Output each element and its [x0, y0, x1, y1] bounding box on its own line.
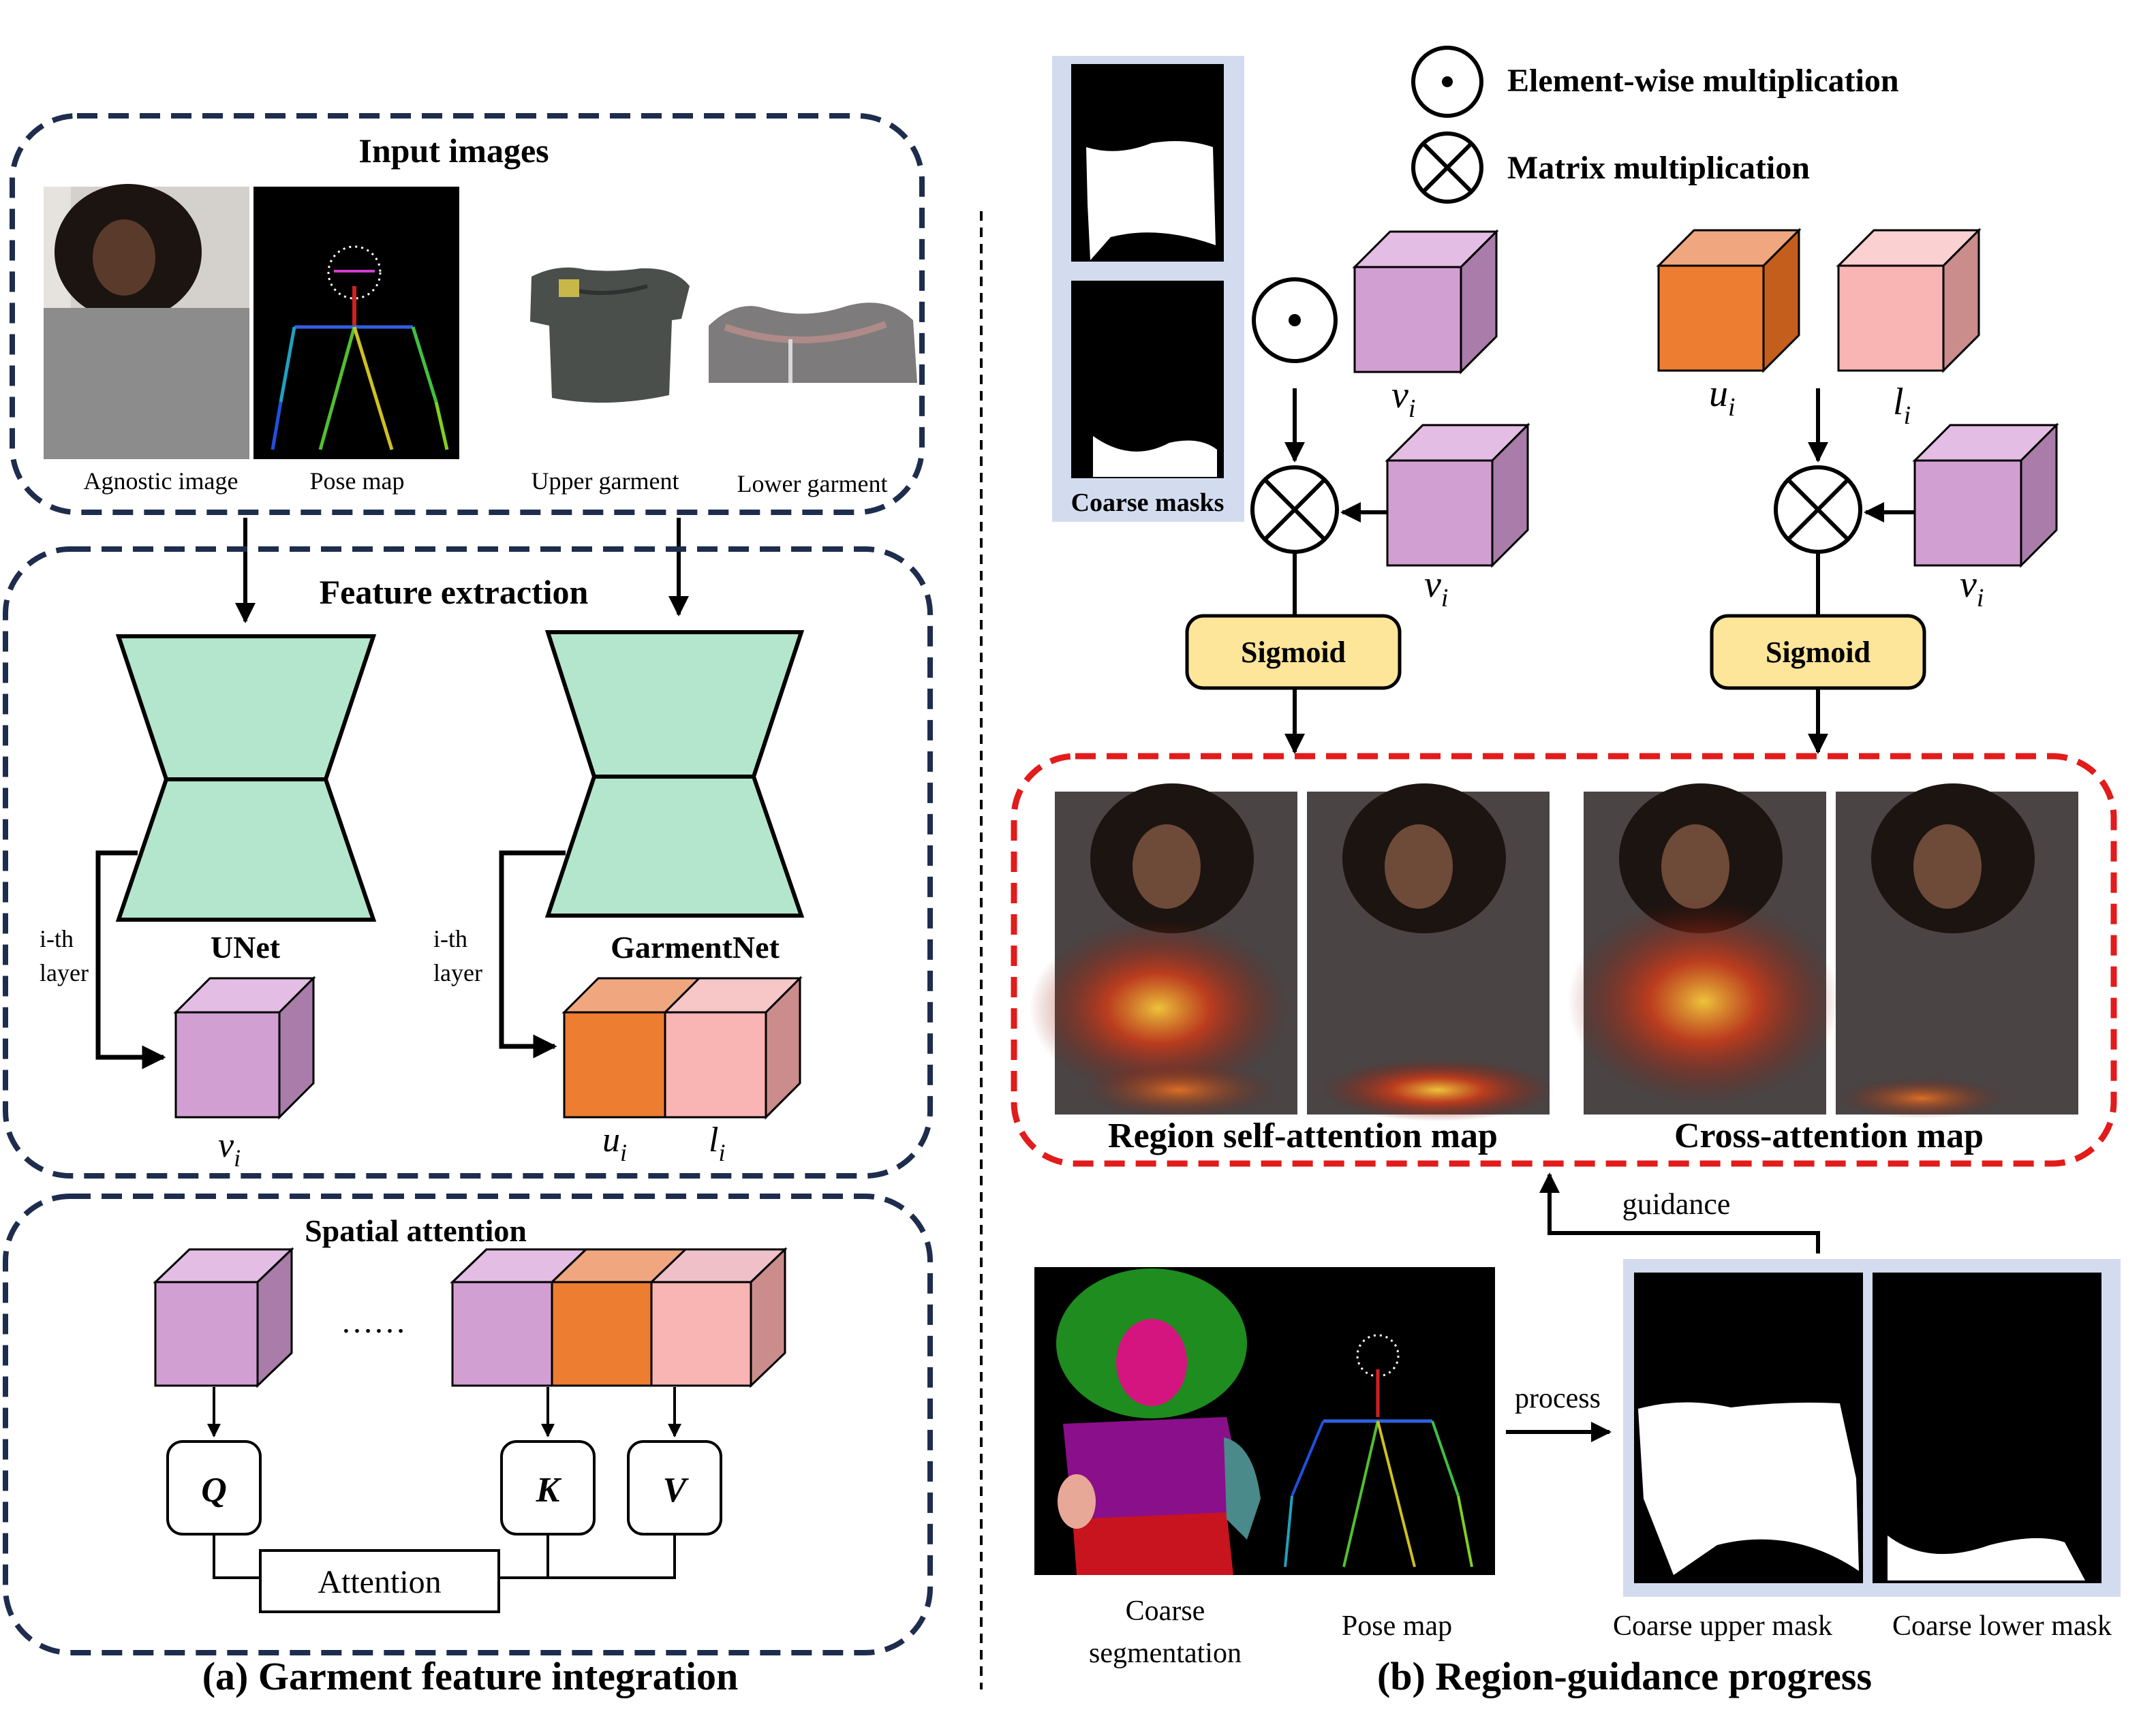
matrix-legend-icon	[1411, 131, 1483, 204]
ui-li-cube	[561, 976, 803, 1120]
coarse-masks-label: Coarse masks	[1071, 488, 1225, 517]
key-value-cube	[450, 1247, 788, 1388]
elementwise-legend-label: Element-wise multiplication	[1507, 63, 1899, 99]
process-label: process	[1515, 1383, 1601, 1414]
elementwise-op-icon	[1252, 277, 1338, 363]
vi-cube-left-top	[1352, 229, 1499, 375]
vi-label: vi	[218, 1126, 241, 1172]
ith-label-garmentnet: i-th	[433, 925, 467, 952]
self-attention-map-1	[1029, 783, 1297, 1117]
sigmoid-label-left: Sigmoid	[1241, 636, 1346, 669]
attention-box	[259, 1549, 500, 1613]
panel-b-caption: (b) Region-guidance progress	[1377, 1654, 1872, 1698]
ellipsis-dots: ……	[341, 1304, 406, 1340]
matrix-op-right	[1774, 465, 1862, 554]
q-to-attention-line	[213, 1534, 260, 1579]
garmentnet-tap-arrow	[499, 850, 566, 1059]
caption-pose: Pose map	[310, 467, 405, 495]
input-images-box	[10, 113, 925, 515]
li-label: li	[709, 1121, 725, 1166]
caption-upper-mask: Coarse upper mask	[1613, 1610, 1832, 1642]
k-label: K	[536, 1471, 562, 1510]
garmentnet-label: GarmentNet	[611, 930, 780, 965]
matrix-legend-label: Matrix multiplication	[1507, 150, 1810, 186]
coarse-masks-bottom	[1623, 1259, 2121, 1597]
elementwise-legend-icon	[1411, 46, 1483, 118]
garmentnet-hourglass	[544, 630, 805, 918]
self-attention-map-2	[1307, 783, 1554, 1121]
vi-label-left-top: vi	[1391, 374, 1415, 423]
k-to-attention-line	[499, 1534, 549, 1579]
unet-tap-arrow	[95, 850, 166, 1070]
cross-attention-label: Cross-attention map	[1674, 1117, 1984, 1155]
ith-label-unet: i-th	[40, 925, 74, 952]
guidance-label: guidance	[1622, 1187, 1731, 1221]
guidance-arrow	[1539, 1172, 1820, 1253]
caption-agnostic: Agnostic image	[84, 467, 238, 495]
coarse-masks-group	[1052, 56, 1244, 522]
pose-map-small	[1284, 1334, 1473, 1568]
caption-coarse-2: segmentation	[1089, 1638, 1242, 1669]
input-images-title: Input images	[358, 131, 549, 170]
ui-label: ui	[602, 1121, 627, 1166]
caption-lower: Lower garment	[737, 470, 888, 497]
pose-map-image	[253, 187, 459, 459]
feature-extraction-box	[3, 546, 933, 1179]
vi-cube-left-bottom	[1385, 422, 1530, 568]
upper-garment-image	[530, 267, 690, 403]
spatial-attention-box	[3, 1194, 933, 1655]
vi-label-right: vi	[1960, 563, 1984, 612]
li-label-right: li	[1893, 381, 1911, 430]
attention-label: Attention	[318, 1564, 441, 1600]
query-cube	[153, 1247, 294, 1388]
sigmoid-label-right: Sigmoid	[1766, 636, 1870, 669]
layer-label-unet: layer	[40, 959, 89, 986]
ui-label-right: ui	[1709, 373, 1736, 422]
q-label: Q	[201, 1471, 227, 1510]
v-to-attention-line	[548, 1534, 676, 1579]
caption-coarse-1: Coarse	[1126, 1595, 1205, 1627]
unet-label: UNet	[211, 930, 281, 965]
attention-maps-box	[1011, 753, 2117, 1167]
lower-garment-image	[709, 302, 917, 383]
unet-hourglass	[115, 634, 377, 922]
panel-a-caption: (a) Garment feature integration	[202, 1654, 739, 1698]
spatial-attention-title: Spatial attention	[305, 1213, 527, 1248]
ui-cube-right	[1656, 228, 1802, 373]
vi-cube	[173, 976, 316, 1120]
caption-upper: Upper garment	[532, 467, 679, 495]
caption-lower-mask: Coarse lower mask	[1892, 1610, 2112, 1642]
vi-label-left-bottom: vi	[1424, 563, 1448, 612]
v-label: V	[663, 1471, 690, 1510]
region-self-attention-label: Region self-attention map	[1108, 1117, 1498, 1155]
cross-attention-map-2	[1836, 783, 2078, 1119]
caption-pose-map-b: Pose map	[1342, 1610, 1452, 1642]
layer-label-garmentnet: layer	[433, 959, 482, 986]
vi-cube-right	[1912, 422, 2059, 568]
matrix-op-left	[1250, 465, 1339, 554]
feature-extraction-title: Feature extraction	[320, 573, 589, 611]
li-cube-right	[1836, 228, 1982, 373]
cross-attention-map-1	[1567, 783, 1840, 1115]
agnostic-image	[44, 184, 249, 459]
